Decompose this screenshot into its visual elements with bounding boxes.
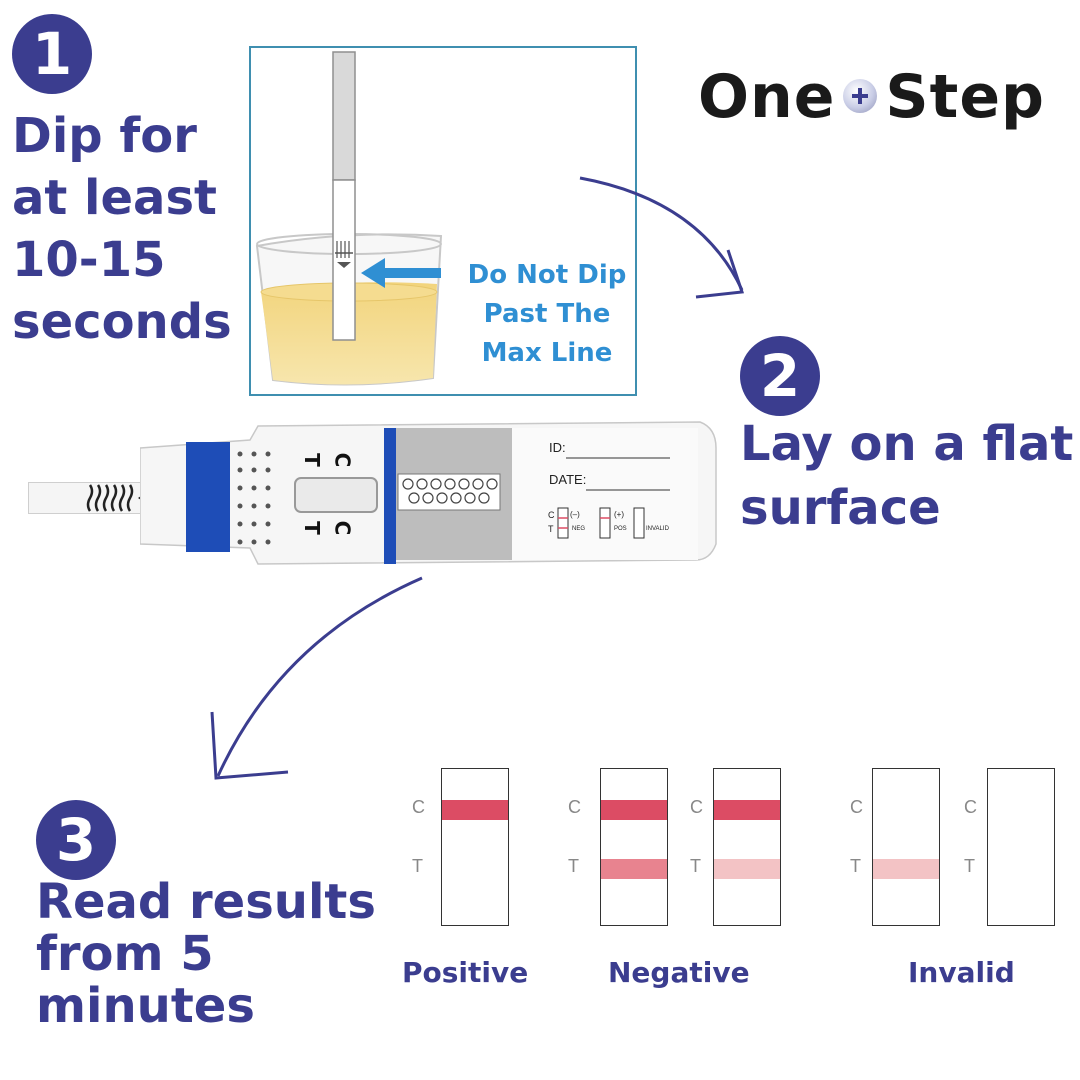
arrow-to-step-3-head: [210, 711, 289, 780]
label-positive: Positive: [402, 956, 529, 989]
cassette-date-label: DATE:: [549, 472, 587, 487]
step-2-instruction: Lay on a flat surface: [740, 412, 1080, 540]
step-3-instruction: Read results from 5 minutes: [36, 876, 396, 1032]
t-label: T: [412, 856, 423, 876]
cup-and-strip-drawing: [255, 51, 443, 386]
t-label: T: [964, 856, 975, 876]
arrow-to-step-2-head: [695, 249, 745, 299]
cassette-letter-t-bottom: T: [299, 521, 324, 535]
step-3-line: from 5: [36, 926, 214, 982]
legend-invalid: INVALID: [646, 526, 669, 532]
plus-icon: [843, 79, 878, 114]
step-1-badge: 1: [12, 14, 92, 94]
step-1-line: seconds: [12, 294, 232, 350]
result-strip-negative-2: [713, 768, 781, 926]
step-2-line: surface: [740, 480, 941, 536]
result-strip-invalid-2: [987, 768, 1055, 926]
c-label: C: [568, 797, 581, 817]
label-invalid: Invalid: [908, 956, 1015, 989]
c-label: C: [850, 797, 863, 817]
legend-neg: NEG: [572, 526, 586, 532]
step-1-line: Dip for: [12, 108, 197, 164]
strip-wave-marks: [86, 484, 144, 512]
cassette-letter-c-top: C: [330, 452, 355, 468]
c-label: C: [964, 797, 977, 817]
cassette-id-label: ID:: [549, 440, 566, 455]
dip-illustration: [249, 46, 637, 396]
control-line: [442, 800, 508, 820]
c-label: C: [690, 797, 703, 817]
legend-t: T: [548, 524, 554, 534]
step-3-line: minutes: [36, 978, 255, 1034]
step-2-badge: 2: [740, 336, 820, 416]
warning-line: Do Not Dip: [467, 260, 627, 290]
legend-neg-sign: (–): [570, 510, 580, 519]
legend-pos-sign: (+): [614, 510, 624, 519]
warning-line: Max Line: [481, 338, 613, 368]
arrow-to-step-3: [216, 576, 423, 777]
warning-line: Past The: [483, 299, 611, 329]
t-label: T: [568, 856, 579, 876]
legend-pos: POS: [614, 526, 627, 532]
result-strip-negative-1: [600, 768, 668, 926]
result-strip-invalid-1: [872, 768, 940, 926]
logo-word-step: Step: [885, 62, 1045, 132]
step-3-line: Read results: [36, 874, 376, 930]
step-1-line: at least: [12, 170, 217, 226]
step-3-badge: 3: [36, 800, 116, 880]
arrow-to-step-2: [579, 176, 744, 291]
logo-word-one: One: [698, 62, 836, 132]
test-line: [714, 859, 780, 879]
test-strip-end: [28, 482, 158, 514]
cassette-letter-t-top: T: [299, 453, 324, 467]
result-strip-positive: [441, 768, 509, 926]
test-line: [873, 859, 939, 879]
brand-logo: One Step: [698, 62, 1045, 132]
cassette-letter-c-bottom: C: [330, 520, 355, 536]
c-label: C: [412, 797, 425, 817]
t-label: T: [850, 856, 861, 876]
step-1-instruction: Dip for at least 10-15 seconds: [12, 105, 252, 353]
control-line: [601, 800, 667, 820]
control-line: [714, 800, 780, 820]
legend-c: C: [548, 510, 555, 520]
step-2-line: Lay on a flat: [740, 416, 1074, 472]
dip-warning: Do Not Dip Past The Max Line: [457, 256, 637, 373]
cassette-drawing: [139, 421, 717, 565]
test-line: [601, 859, 667, 879]
step-1-line: 10-15: [12, 232, 166, 288]
test-cassette: C T C T ID: DATE: C T (–) NEG (+) POS IN…: [139, 418, 718, 566]
label-negative: Negative: [608, 956, 750, 989]
t-label: T: [690, 856, 701, 876]
